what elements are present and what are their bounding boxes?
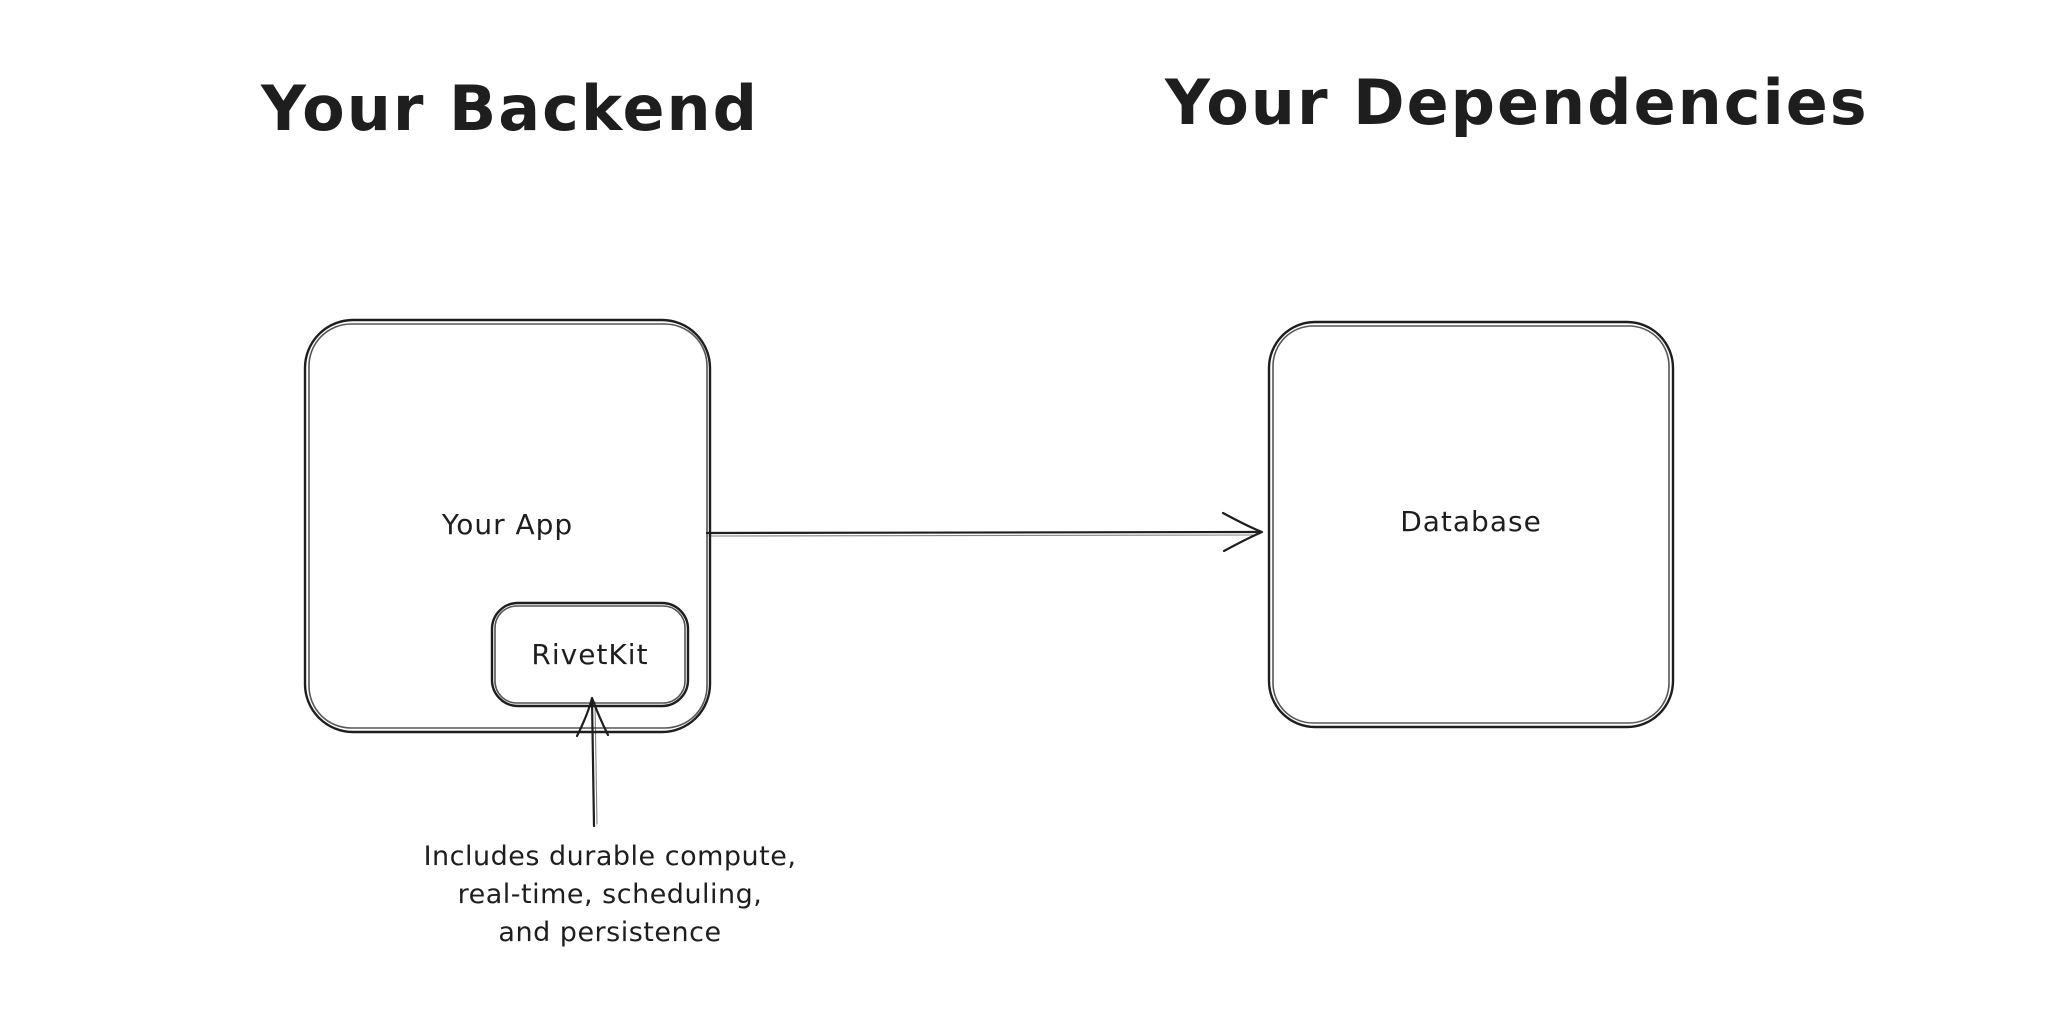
right-column-heading: Your Dependencies [1165,66,1869,139]
rivetkit-label: RivetKit [531,638,649,671]
annotation-line-1: Includes durable compute, [423,841,797,872]
app-to-database-arrow [705,511,1264,553]
annotation-to-rivetkit-arrow [575,696,610,828]
annotation-line-3: and persistence [498,917,722,948]
database-box [1267,320,1675,729]
database-label: Database [1400,505,1542,538]
your-app-label: Your App [441,508,574,541]
rivetkit-annotation: Includes durable compute, real-time, sch… [330,838,890,952]
left-column-heading: Your Backend [260,72,760,145]
annotation-line-2: real-time, scheduling, [457,879,763,910]
